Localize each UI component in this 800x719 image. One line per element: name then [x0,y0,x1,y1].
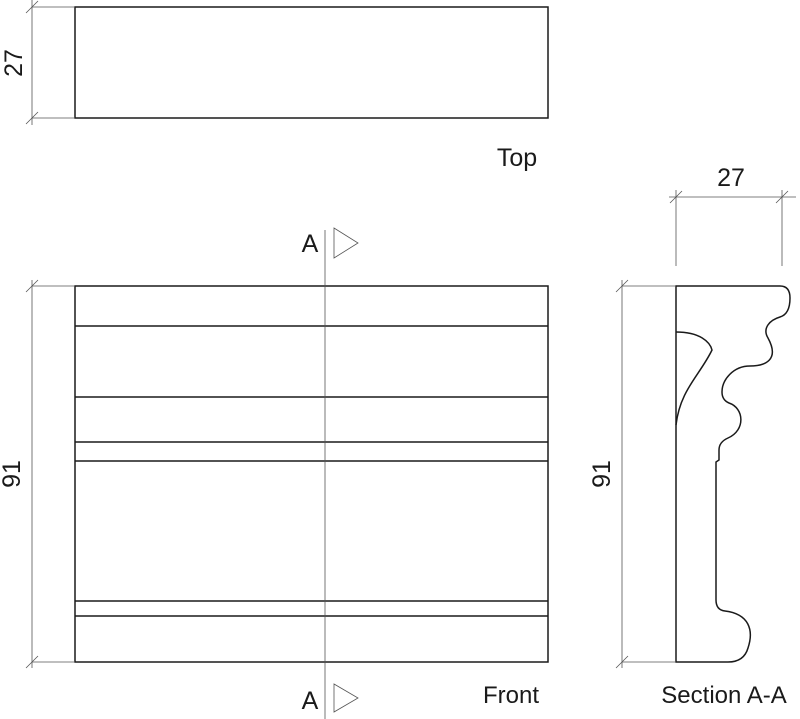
front-view-outline [74,285,549,663]
section-width-dimension-text: 27 [717,164,745,192]
top-view: 27 Top [0,0,549,172]
section-arrow-bottom-icon [333,683,359,713]
section-marker-bottom: A [302,687,319,715]
front-view-dimension: 91 [0,279,75,669]
front-view: A A 91 Front [0,227,549,719]
section-width-dimension: 27 [669,164,796,266]
front-view-profile-lines [75,325,548,617]
section-height-dimension: 91 [588,279,676,669]
top-view-dimension: 27 [0,0,75,125]
section-arrow-top-icon [333,227,359,259]
section-view: 27 91 Section A-A [588,164,796,709]
top-view-outline [74,6,549,119]
top-view-label: Top [497,144,537,172]
top-view-dimension-text: 27 [0,49,28,77]
section-marker-top: A [302,230,319,258]
front-view-dimension-text: 91 [0,460,26,488]
section-profile [675,285,791,663]
front-view-label: Front [483,682,539,709]
section-height-dimension-text: 91 [588,460,616,488]
section-view-label: Section A-A [661,682,786,709]
